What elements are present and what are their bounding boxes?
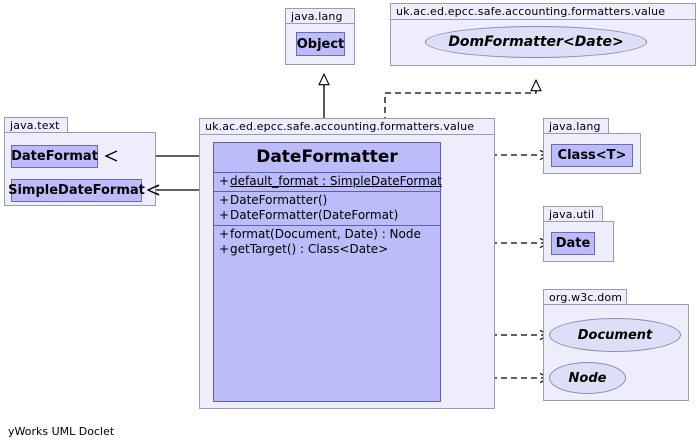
interface-document[interactable]: Document [549,318,681,352]
class-object[interactable]: Object [296,32,345,56]
class-date-formatter-methods: +format(Document, Date) : Node +getTarge… [214,226,440,259]
visibility-marker: + [219,208,230,222]
constructor-row: +DateFormatter(DateFormat) [214,208,440,223]
attribute-text: default_format : SimpleDateFormat [230,174,442,188]
interface-node[interactable]: Node [549,362,626,394]
constructor-text: DateFormatter(DateFormat) [230,208,399,222]
visibility-marker: + [219,227,230,241]
package-tab-java-lang-right: java.lang [543,118,609,134]
package-tab-java-util-right: java.util [543,206,603,222]
package-tab-java-lang-top: java.lang [285,8,355,24]
method-text: getTarget() : Class<Date> [230,242,389,256]
constructor-row: +DateFormatter() [214,193,440,208]
class-class-t[interactable]: Class<T> [551,144,633,167]
package-tab-java-text: java.text [4,117,68,133]
package-tab-formatters-value-top: uk.ac.ed.epcc.safe.accounting.formatters… [390,3,696,20]
method-row: +getTarget() : Class<Date> [214,242,440,257]
method-row: +format(Document, Date) : Node [214,227,440,242]
class-date-formatter-title: DateFormatter [214,143,440,173]
visibility-marker: + [219,193,230,207]
footer-credit: yWorks UML Doclet [8,425,115,438]
visibility-marker: + [219,174,230,188]
class-date-formatter-constructors: +DateFormatter() +DateFormatter(DateForm… [214,192,440,226]
class-simple-date-format[interactable]: SimpleDateFormat [8,179,145,202]
attribute-row: +default_format : SimpleDateFormat [214,174,442,189]
class-date-formatter-attributes: +default_format : SimpleDateFormat [214,173,442,192]
method-text: format(Document, Date) : Node [230,227,421,241]
visibility-marker: + [219,242,230,256]
package-tab-formatters-value-main: uk.ac.ed.epcc.safe.accounting.formatters… [199,118,495,135]
package-tab-org-w3c-dom: org.w3c.dom [543,289,627,305]
class-date-formatter[interactable]: DateFormatter +default_format : SimpleDa… [213,142,442,402]
interface-dom-formatter[interactable]: DomFormatter<Date> [425,26,647,58]
constructor-text: DateFormatter() [230,193,328,207]
class-date-format[interactable]: DateFormat [11,145,98,168]
class-date[interactable]: Date [551,232,595,255]
